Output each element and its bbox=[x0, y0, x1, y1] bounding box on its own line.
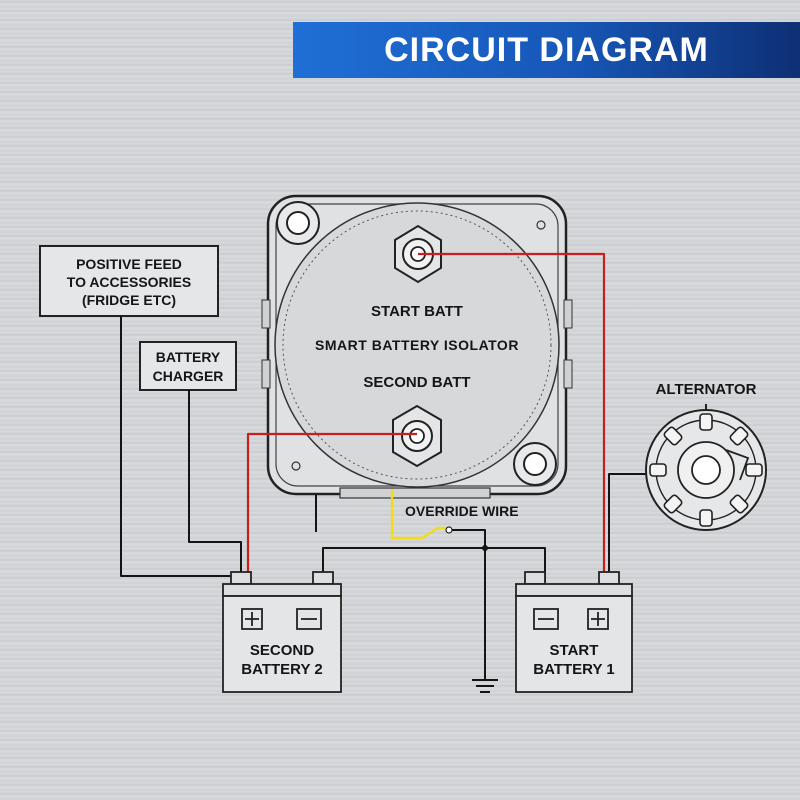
alternator-icon bbox=[645, 404, 767, 531]
wire-junction bbox=[482, 545, 488, 551]
second-batt-label: SECOND BATT bbox=[363, 374, 470, 391]
battery-charger-box: BATTERY CHARGER bbox=[139, 341, 237, 391]
alternator-label: ALTERNATOR bbox=[656, 381, 757, 398]
battery-charger-line-2: CHARGER bbox=[153, 368, 224, 384]
page-title: CIRCUIT DIAGRAM bbox=[384, 30, 709, 69]
second-battery-line-1: SECOND bbox=[250, 642, 314, 659]
mounting-hole bbox=[513, 442, 557, 486]
battery-charger-line-1: BATTERY bbox=[156, 349, 221, 365]
start-batt-label: START BATT bbox=[371, 303, 463, 320]
title-banner: CIRCUIT DIAGRAM bbox=[293, 22, 800, 78]
second-battery-line-2: BATTERY 2 bbox=[241, 661, 322, 678]
mounting-hole bbox=[276, 201, 320, 245]
second-battery: SECOND BATTERY 2 bbox=[222, 571, 342, 693]
positive-feed-line-3: (FRIDGE ETC) bbox=[82, 292, 176, 308]
alternator-wire bbox=[608, 473, 652, 582]
ground-wire bbox=[450, 529, 486, 680]
plus-icon bbox=[241, 608, 263, 630]
override-wire-label: OVERRIDE WIRE bbox=[405, 503, 519, 519]
minus-icon bbox=[296, 608, 322, 630]
positive-feed-line-1: POSITIVE FEED bbox=[76, 256, 182, 272]
second-batt-terminal bbox=[392, 404, 442, 468]
second-positive-wire bbox=[246, 432, 417, 572]
start-battery-line-1: START bbox=[550, 642, 599, 659]
override-wire-terminal bbox=[445, 526, 453, 534]
plus-icon bbox=[587, 608, 609, 630]
positive-feed-line-2: TO ACCESSORIES bbox=[67, 274, 191, 290]
isolator-name-label: SMART BATTERY ISOLATOR bbox=[315, 337, 519, 353]
start-battery: START BATTERY 1 bbox=[515, 571, 633, 693]
start-battery-line-2: BATTERY 1 bbox=[533, 661, 614, 678]
start-positive-wire bbox=[418, 252, 606, 572]
ground-icon bbox=[472, 679, 498, 693]
negative-link-wire bbox=[322, 547, 546, 582]
override-wire bbox=[390, 490, 446, 540]
positive-feed-box: POSITIVE FEED TO ACCESSORIES (FRIDGE ETC… bbox=[39, 245, 219, 317]
battery-isolator: START BATT SMART BATTERY ISOLATOR SECOND… bbox=[261, 194, 573, 499]
minus-icon bbox=[533, 608, 559, 630]
charger-wire bbox=[188, 390, 242, 582]
